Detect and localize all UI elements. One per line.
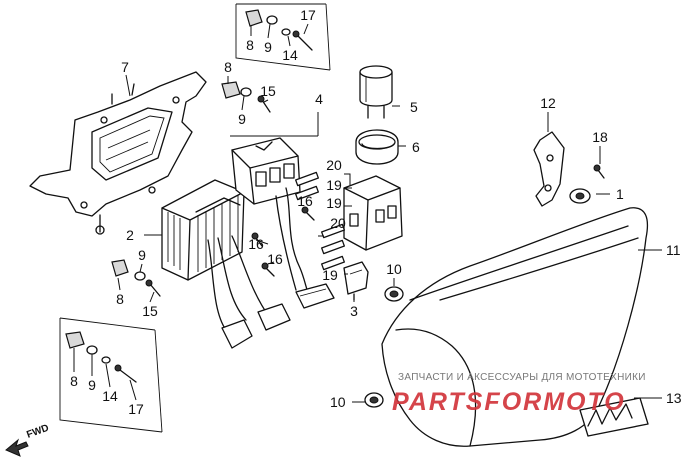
callout-12: 12 [540, 95, 556, 111]
watermark: ЗАПЧАСТИ И АКСЕССУАРЫ ДЛЯ МОТОТЕХНИКИ PA… [392, 372, 646, 416]
callout-19b: 19 [326, 195, 342, 211]
callout-8c: 8 [116, 291, 124, 307]
callout-13: 13 [666, 390, 682, 406]
callout-17b: 17 [128, 401, 144, 417]
hardware-inset-top [235, 3, 331, 71]
hardware-screws [114, 30, 605, 383]
watermark-brand: PARTSFORMOTO [392, 388, 626, 416]
fuses-part-19 [294, 171, 346, 271]
hardware-inset-bottom [59, 317, 163, 433]
callout-15a: 15 [260, 83, 276, 99]
callout-16a: 16 [297, 193, 313, 209]
callout-9b: 9 [238, 111, 246, 127]
relay-part-5 [359, 65, 393, 119]
callout-3: 3 [350, 303, 358, 319]
hardware-grommets-10 [364, 286, 404, 408]
callout-20a: 20 [326, 157, 342, 173]
callout-14a: 14 [282, 47, 298, 63]
callout-10a: 10 [386, 261, 402, 277]
emblem-part-13 [579, 397, 649, 437]
callout-14b: 14 [102, 388, 118, 404]
callout-4: 4 [315, 91, 323, 107]
callout-19a: 19 [326, 177, 342, 193]
hardware-collars [65, 9, 263, 349]
regulator-part-2 [161, 179, 291, 349]
callout-20b: 20 [330, 215, 346, 231]
callout-16b: 16 [248, 236, 264, 252]
rubber-band-part-6 [355, 129, 399, 165]
callout-19c: 19 [322, 267, 338, 283]
callout-10b: 10 [330, 394, 346, 410]
grommet-part-1 [569, 188, 591, 204]
callout-18: 18 [592, 129, 608, 145]
forward-direction-indicator: FWD [5, 423, 50, 457]
bracket-part-7 [29, 71, 207, 235]
callout-9c: 9 [138, 247, 146, 263]
callout-8a: 8 [246, 37, 254, 53]
inset-leader-lines [73, 23, 309, 401]
callout-15b: 15 [142, 303, 158, 319]
callout-17a: 17 [300, 7, 316, 23]
bracket-part-12 [533, 131, 565, 207]
forward-arrow-icon [5, 438, 29, 457]
callout-7: 7 [121, 59, 129, 75]
callout-6: 6 [412, 139, 420, 155]
side-cover-part-11 [381, 207, 649, 447]
callout-1: 1 [616, 186, 624, 202]
connector-block [343, 175, 403, 251]
callout-9a: 9 [264, 39, 272, 55]
leader-lines [125, 74, 662, 403]
fuse-box-part-4 [231, 137, 335, 309]
callout-11: 11 [666, 242, 681, 258]
callout-2: 2 [126, 227, 134, 243]
fwd-label: FWD [25, 423, 50, 441]
callout-8b: 8 [224, 59, 232, 75]
callout-9d: 9 [88, 377, 96, 393]
watermark-caption: ЗАПЧАСТИ И АКСЕССУАРЫ ДЛЯ МОТОТЕХНИКИ [398, 372, 646, 383]
callout-16c: 16 [267, 251, 283, 267]
switch-part-3 [343, 261, 369, 301]
callout-8d: 8 [70, 373, 78, 389]
callout-labels: 4 5 6 7 2 12 18 1 11 13 10 10 3 20 19 19… [70, 7, 682, 417]
callout-5: 5 [410, 99, 418, 115]
